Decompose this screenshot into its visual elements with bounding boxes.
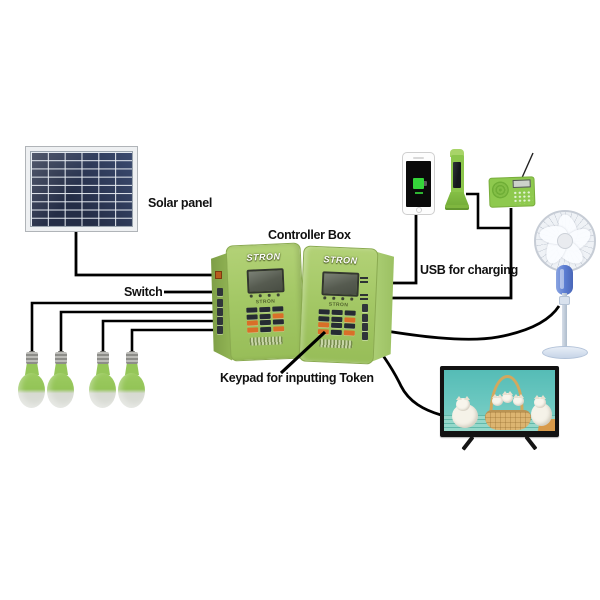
usb-port-2 [360, 294, 368, 301]
controller-box-label: Controller Box [268, 228, 351, 242]
bulb-globe [118, 373, 145, 408]
output-port [362, 323, 368, 331]
output-port [217, 326, 223, 334]
fan-hub [557, 233, 573, 249]
output-port [217, 308, 223, 316]
wire-bulb-4 [130, 328, 221, 354]
kitten [513, 394, 524, 406]
wire-bulb-1 [30, 301, 221, 354]
solar-panel-label: Solar panel [148, 196, 213, 210]
bulb-4 [118, 351, 146, 410]
controller-box-right: STRON STRON [298, 244, 397, 368]
usb-charging-label: USB for charging [420, 263, 518, 277]
kitten [502, 391, 513, 403]
pedestal-fan [532, 208, 598, 360]
bulb-2 [47, 351, 75, 410]
fan-pole [562, 293, 567, 355]
kitten [531, 403, 552, 426]
phone-screen [406, 161, 431, 207]
flashlight-solar-strip [453, 162, 461, 188]
solar-cells-grid [30, 151, 133, 227]
wire-radio [370, 208, 513, 300]
kitten [492, 394, 503, 406]
television [440, 366, 562, 452]
wire-bulb-2 [59, 310, 221, 354]
output-port [217, 288, 223, 296]
flashlight [445, 149, 469, 211]
wicker-basket [485, 410, 531, 430]
controller-box-left: STRON STRON [210, 242, 306, 367]
output-port [217, 299, 223, 307]
output-port [362, 332, 368, 340]
smartphone [402, 152, 435, 215]
wire-fan [367, 305, 561, 341]
output-port [217, 317, 223, 325]
bulb-cap [126, 352, 138, 365]
output-port [362, 314, 368, 322]
bulb-1 [18, 351, 46, 410]
bulb-cap [97, 352, 109, 365]
bulb-globe [18, 373, 45, 408]
output-port [362, 304, 368, 312]
wire-bulb-3 [101, 319, 221, 354]
battery-charging-icon [413, 178, 427, 189]
usb-port-1 [360, 277, 368, 284]
kitten [456, 396, 470, 411]
keypad-token-label: Keypad for inputting Token [220, 371, 374, 385]
bulb-cap [55, 352, 67, 365]
bulb-globe [47, 373, 74, 408]
phone-speaker [413, 156, 424, 159]
battery-percent-text [415, 192, 423, 194]
radio-antenna [520, 152, 534, 181]
fan-pole-joint [559, 296, 570, 305]
solar-input-port [215, 271, 222, 279]
kitten [534, 395, 546, 408]
fan-motor-body [556, 265, 573, 295]
bulb-3 [89, 351, 117, 410]
fan-base [542, 346, 588, 359]
keypad-pointer-line [279, 330, 327, 375]
tv-screen [444, 370, 555, 431]
bulb-cap [26, 352, 38, 365]
bulb-globe [89, 373, 116, 408]
phone-home-button [415, 206, 422, 213]
solar-panel [25, 146, 138, 232]
switch-label: Switch [124, 285, 163, 299]
flashlight-head [445, 192, 469, 206]
wire-solar-to-controller [74, 231, 221, 277]
wire-flashlight [466, 192, 511, 230]
